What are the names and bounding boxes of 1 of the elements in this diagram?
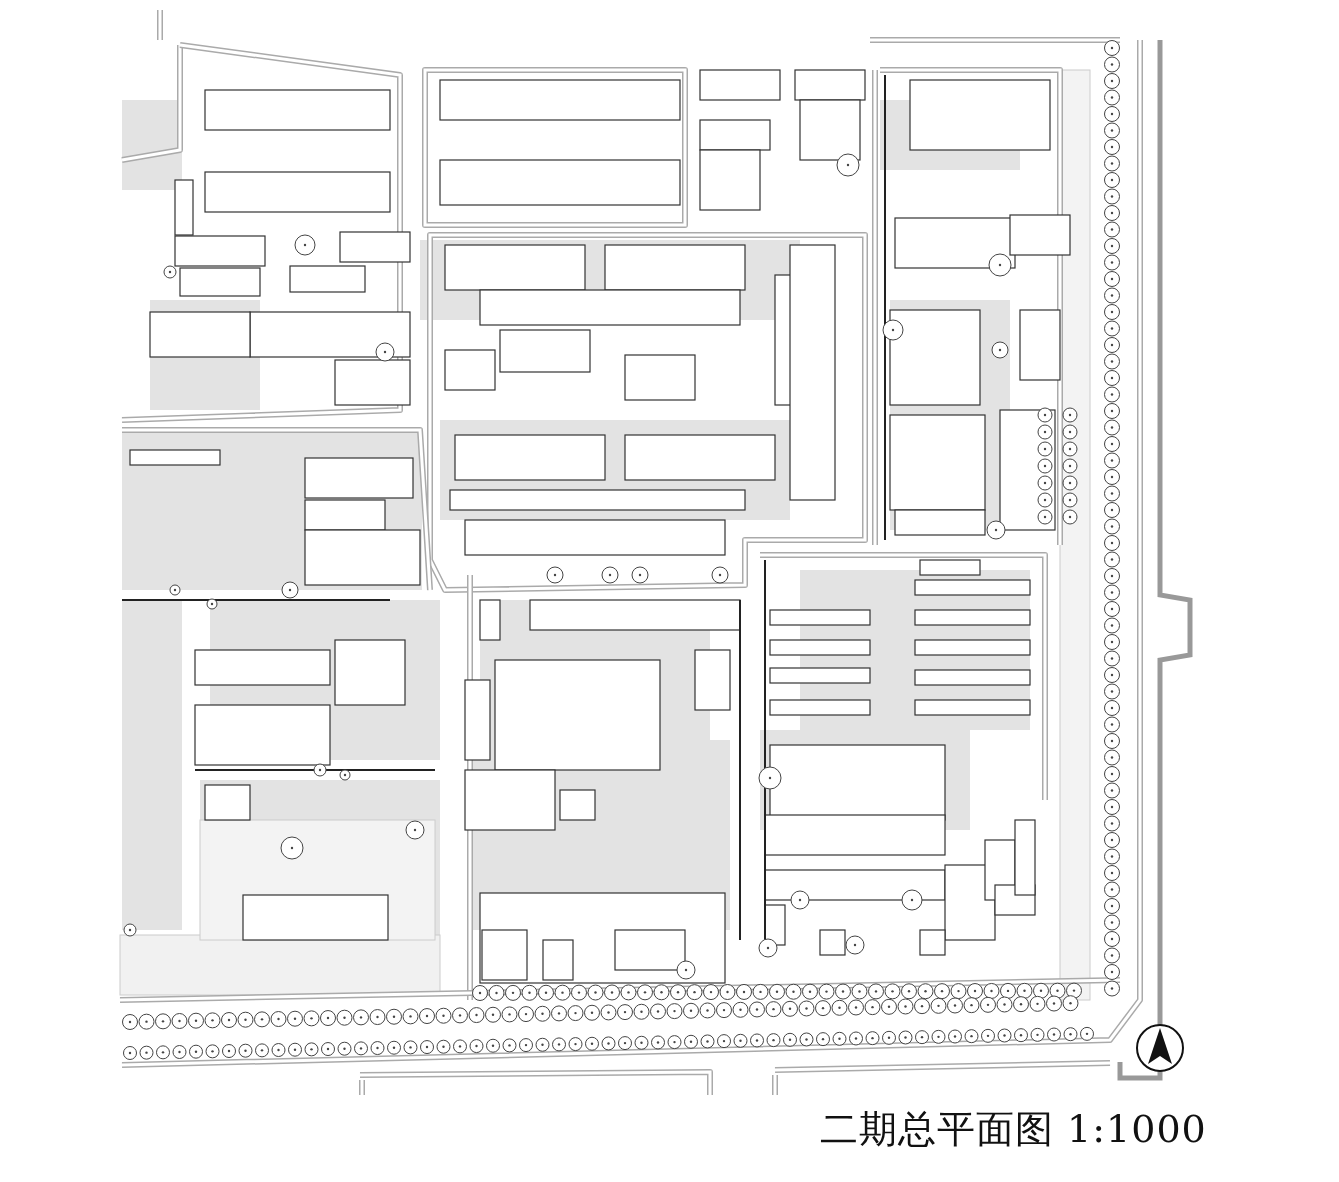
drawing-title: 二期总平面图 1:1000	[820, 1106, 1207, 1153]
